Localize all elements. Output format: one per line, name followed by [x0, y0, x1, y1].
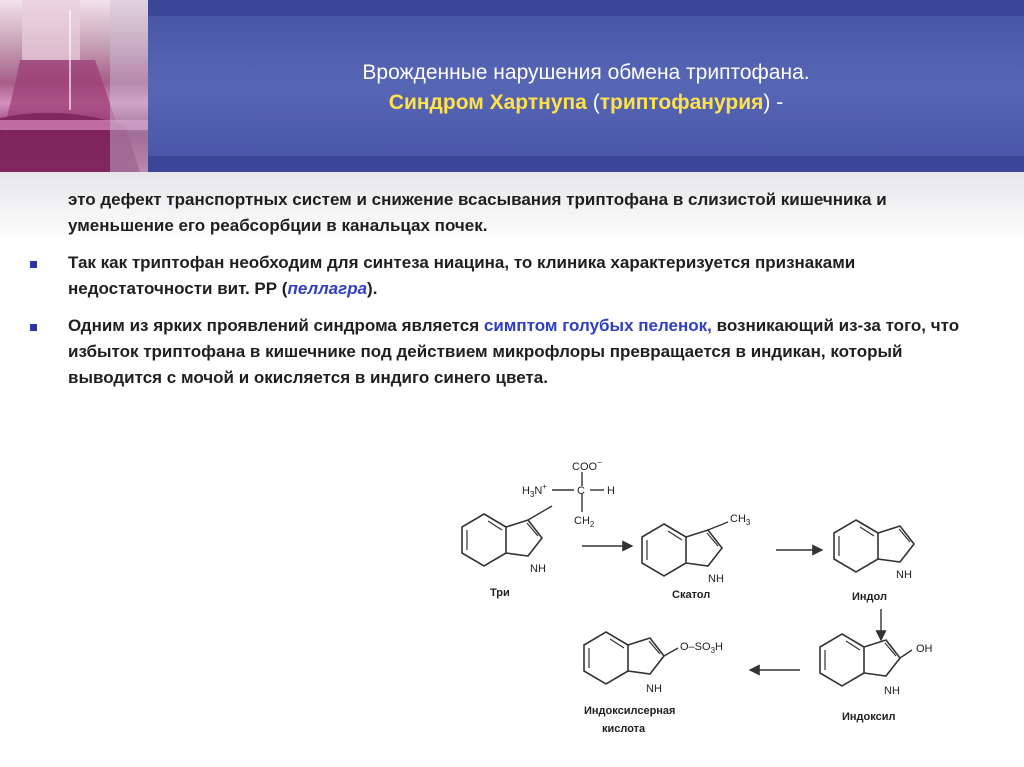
- tryptophan-metabolism-diagram: COO− H3N+ C H CH2 NH Три CH3 NH Скатол: [461, 458, 933, 735]
- label-tryptophan: Три: [490, 587, 510, 599]
- header-shadow: [0, 172, 1024, 242]
- paragraph-definition: это дефект транспортных систем и снижени…: [68, 190, 887, 235]
- indoxylsulfate-structure: O–SO3H NH Индоксилсерная кислота: [583, 631, 723, 735]
- p2-text: Так как триптофан необходим для синтеза …: [68, 253, 856, 298]
- skatole-structure: CH3 NH Скатол: [641, 513, 751, 601]
- nh-group: NH: [884, 685, 900, 697]
- label-indole: Индол: [852, 591, 887, 603]
- title-line-2: Синдром Хартнупа (триптофанурия) -: [148, 88, 1024, 118]
- flask-photo: [0, 0, 148, 172]
- sulfate-group: O–SO3H: [680, 641, 723, 655]
- indole-structure: NH Индол: [833, 519, 916, 603]
- paragraph-pellagra: Так как триптофан необходим для синтеза …: [68, 250, 988, 302]
- bullet-marker: [30, 324, 37, 331]
- hydrogen-atom: H: [607, 485, 615, 497]
- p3-text: Одним из ярких проявлений синдрома являе…: [68, 316, 484, 335]
- title-paren-open: (: [586, 91, 600, 114]
- flask-icon: [0, 0, 148, 172]
- pellagra-term: пеллагра: [287, 279, 368, 298]
- title-paren-close: ) -: [763, 91, 784, 114]
- blue-diaper-term: симптом голубых пеленок,: [483, 316, 712, 335]
- p3-end: возникающий из-за того, что избыток трип…: [68, 316, 960, 387]
- title-tryptophanuria: триптофанурия: [599, 91, 764, 114]
- amino-group: H3N+: [522, 482, 547, 499]
- header-band: [148, 16, 1024, 156]
- slide-title: Врожденные нарушения обмена триптофана. …: [148, 58, 1024, 118]
- coo-group: COO−: [572, 458, 602, 473]
- ch3-group: CH3: [730, 513, 751, 527]
- nh-group: NH: [896, 569, 912, 581]
- nh-group: NH: [708, 573, 724, 585]
- bullet-marker: [30, 261, 37, 268]
- tryptophan-structure: COO− H3N+ C H CH2 NH Три: [461, 458, 615, 599]
- title-line-1: Врожденные нарушения обмена триптофана.: [362, 61, 810, 84]
- ch2-group: CH2: [574, 515, 595, 529]
- oh-group: OH: [916, 643, 933, 655]
- nh-group: NH: [530, 563, 546, 575]
- label-indoxyl: Индоксил: [842, 711, 895, 723]
- nh-group: NH: [646, 683, 662, 695]
- alpha-carbon: C: [577, 485, 585, 497]
- label-indoxylsulfate-1: Индоксилсерная: [584, 705, 675, 717]
- paragraph-blue-diaper: Одним из ярких проявлений синдрома являе…: [68, 313, 988, 391]
- title-syndrome: Синдром Хартнупа: [388, 91, 587, 114]
- header-bar: Врожденные нарушения обмена триптофана. …: [148, 0, 1024, 175]
- label-skatole: Скатол: [672, 589, 710, 601]
- indoxyl-structure: OH NH Индоксил: [819, 633, 933, 723]
- p2-end: ).: [367, 279, 378, 298]
- label-indoxylsulfate-2: кислота: [602, 723, 646, 735]
